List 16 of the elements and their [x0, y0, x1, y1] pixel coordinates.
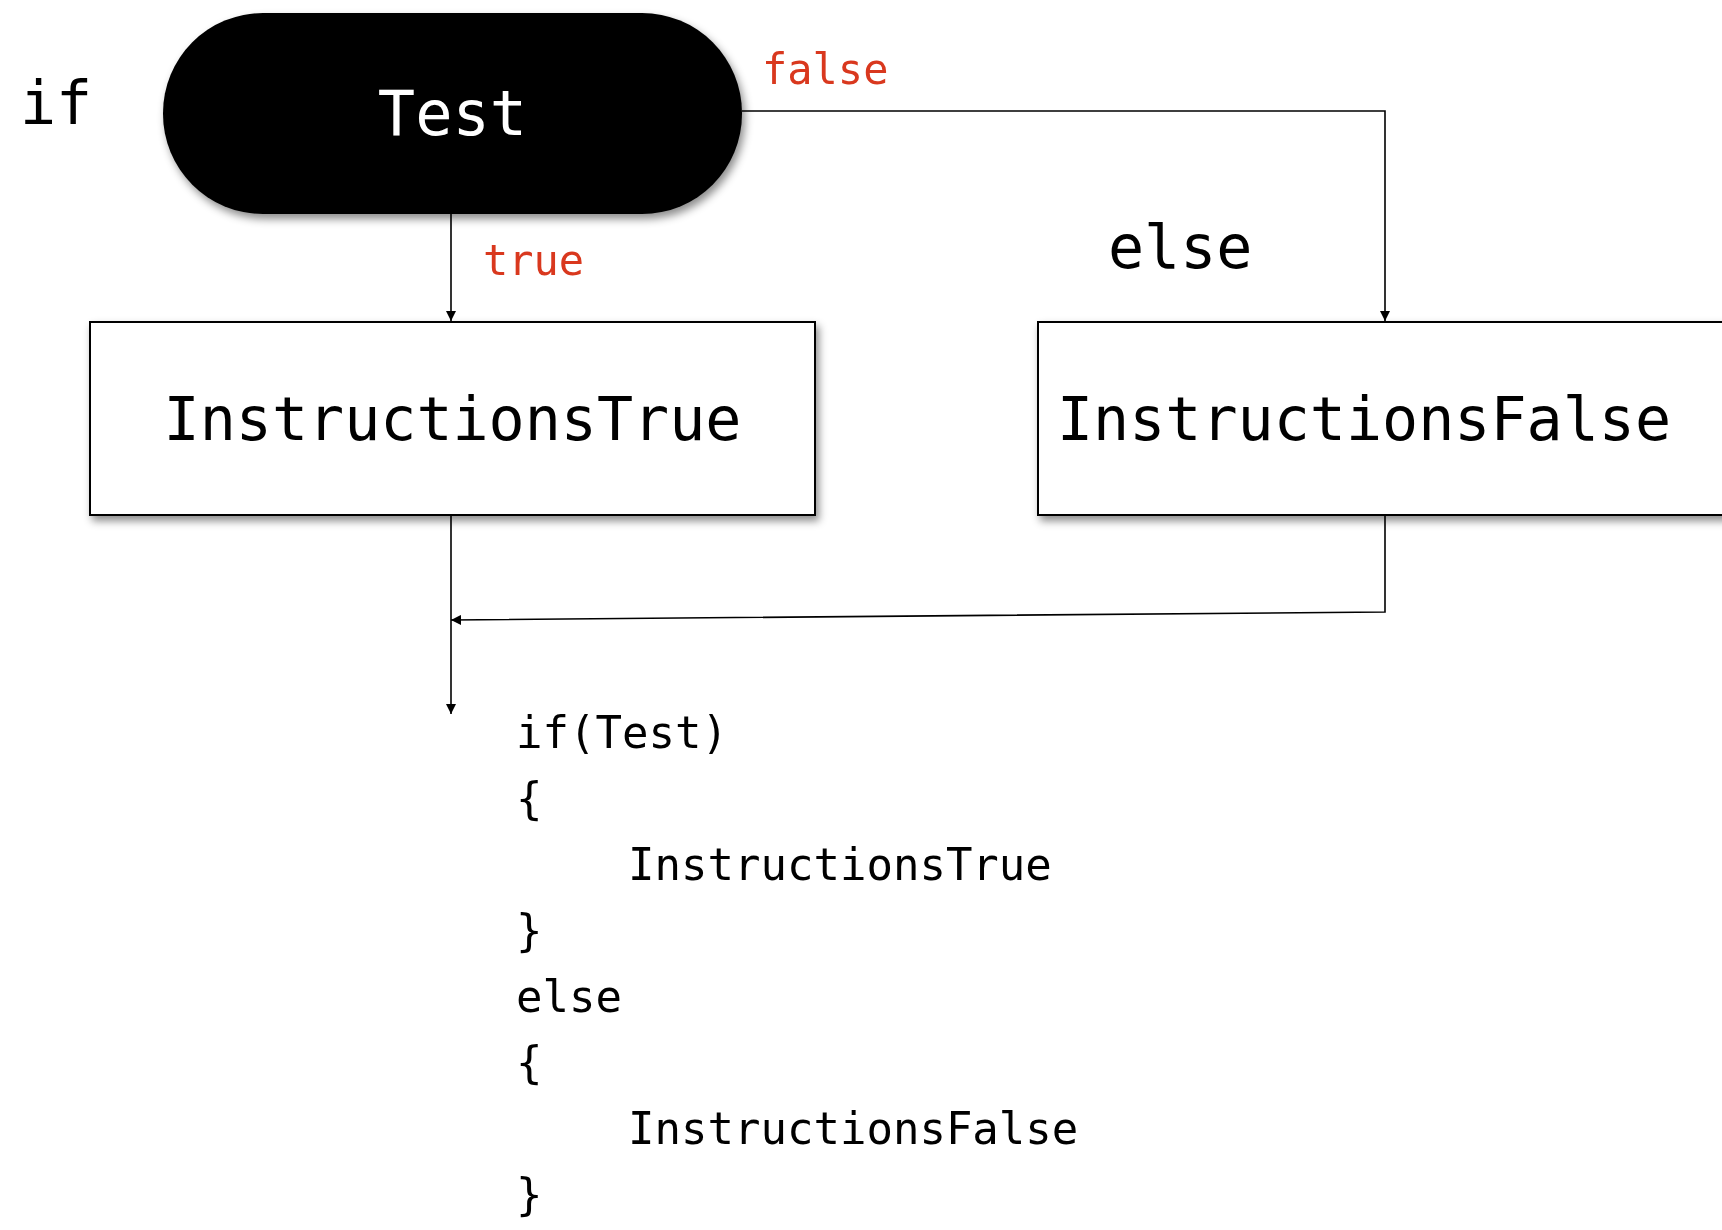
keyword-label: if	[20, 68, 93, 138]
code-line: if(Test)	[516, 706, 728, 760]
keyword-label: else	[1108, 212, 1253, 282]
code-line: {	[516, 1036, 543, 1090]
code-line: }	[516, 904, 543, 958]
process-box	[1037, 321, 1722, 516]
node-label: InstructionsFalse	[1057, 383, 1672, 454]
code-line: InstructionsFalse	[628, 1102, 1079, 1156]
node-label: InstructionsTrue	[163, 383, 742, 454]
process-box	[89, 321, 816, 516]
code-line: }	[516, 1168, 543, 1222]
code-line: InstructionsTrue	[628, 838, 1052, 892]
code-line: else	[516, 970, 622, 1024]
code-line: {	[516, 772, 543, 826]
terminator-shape	[163, 13, 742, 214]
node-label: Test	[377, 77, 528, 150]
